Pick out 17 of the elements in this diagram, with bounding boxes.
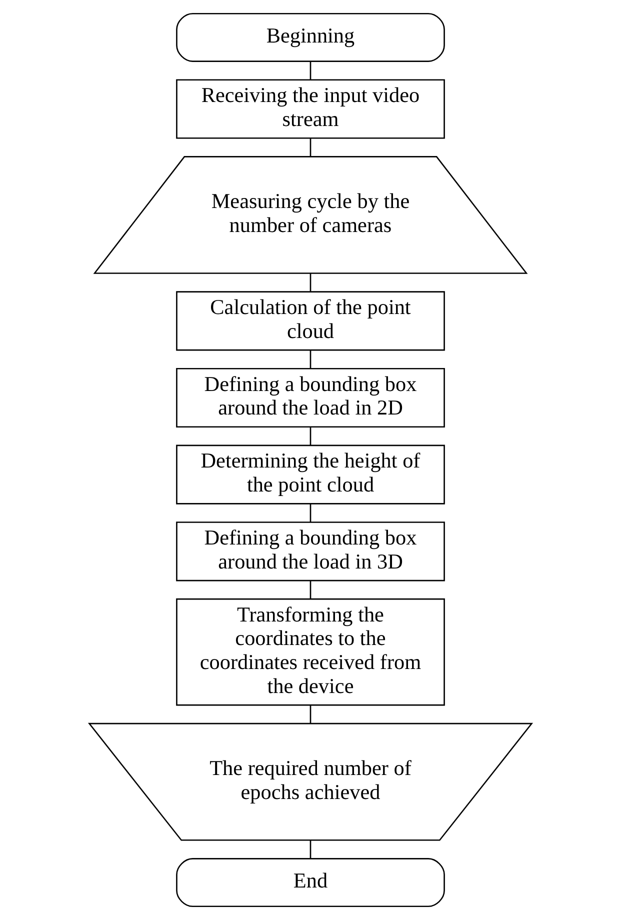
connector (309, 705, 311, 724)
node-box: Transforming the coordinates to the coordinates received from the device (176, 598, 444, 706)
node-box: Defining a bounding box around the load in 3D (176, 522, 444, 582)
connector (309, 581, 311, 600)
connector (309, 138, 311, 156)
node-box: Defining a bounding box around the load in 2D (176, 368, 444, 428)
connector (309, 427, 311, 446)
connector (309, 840, 311, 859)
node-box: Calculation of the point cloud (176, 291, 444, 351)
node-box: Receiving the input video stream (176, 79, 444, 139)
connector (309, 350, 311, 368)
node-box: Determining the height of the point cloud (176, 444, 444, 504)
connector (309, 62, 311, 80)
node-box: End (176, 858, 444, 908)
connector (309, 274, 311, 292)
node-box: Beginning (176, 12, 444, 62)
connector (309, 504, 311, 522)
